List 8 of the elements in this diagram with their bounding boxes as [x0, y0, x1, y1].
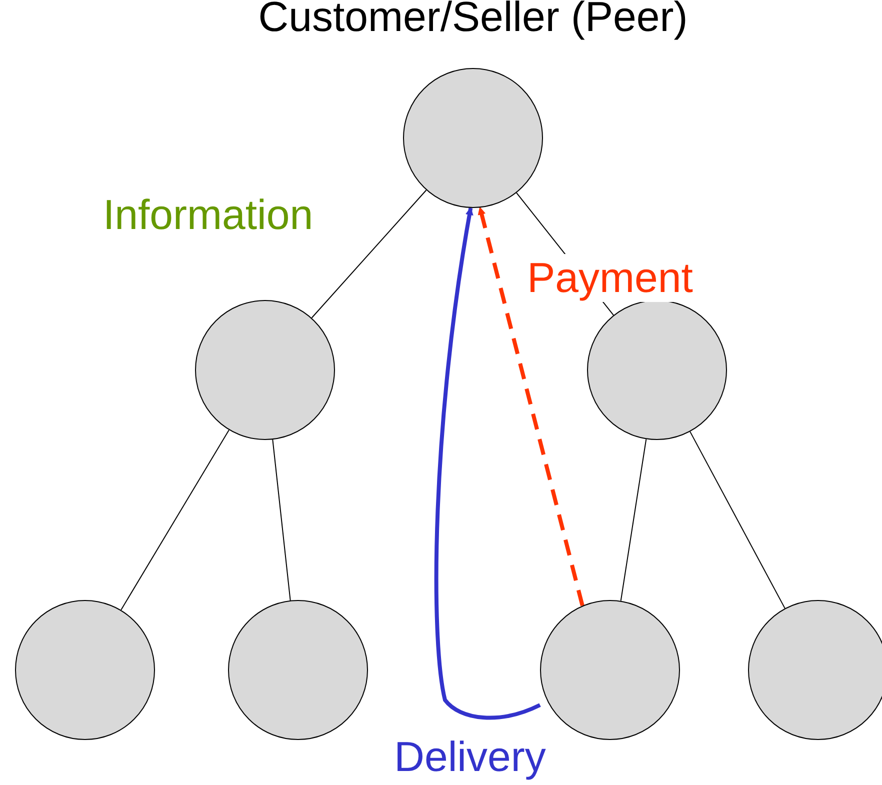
connector-line	[120, 430, 230, 610]
connector-line	[690, 431, 786, 609]
connector-line	[311, 190, 427, 318]
arrow	[478, 206, 584, 606]
node-title: Customer/Seller (Peer)	[258, 0, 688, 42]
arrow	[434, 206, 541, 720]
connector-line	[272, 439, 291, 601]
connector-line	[620, 438, 647, 602]
